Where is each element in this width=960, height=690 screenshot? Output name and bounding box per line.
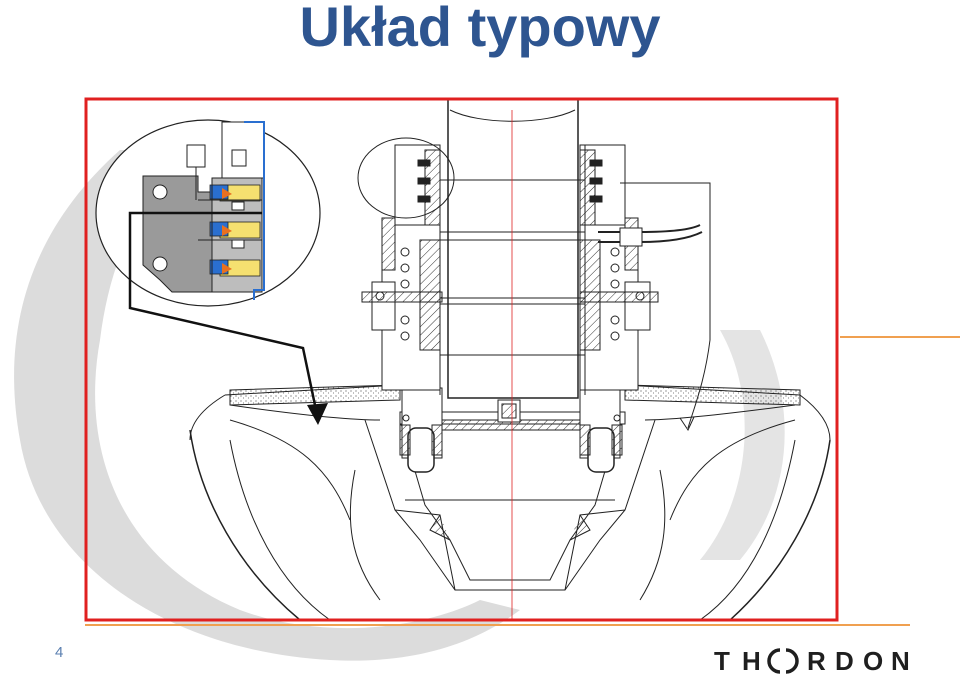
logo-letter-o: O [863,646,883,676]
logo-letter-t: T [714,646,730,676]
thordon-logo: T H R D O N [714,646,910,676]
page-number: 4 [55,644,64,661]
logo-letter-n: N [891,646,910,676]
logo-letter-d: D [835,646,854,676]
logo-o-right-arc [785,648,799,674]
detail-callout-circle [357,137,455,219]
pointer-arrowhead [307,403,328,425]
logo-letter-r: R [807,646,826,676]
slide-title: Układ typowy [299,0,661,58]
pointer-arrow [128,211,318,411]
drawing-frame [84,97,839,622]
logo-letter-h: H [742,646,761,676]
logo-o-left-arc [767,648,781,674]
